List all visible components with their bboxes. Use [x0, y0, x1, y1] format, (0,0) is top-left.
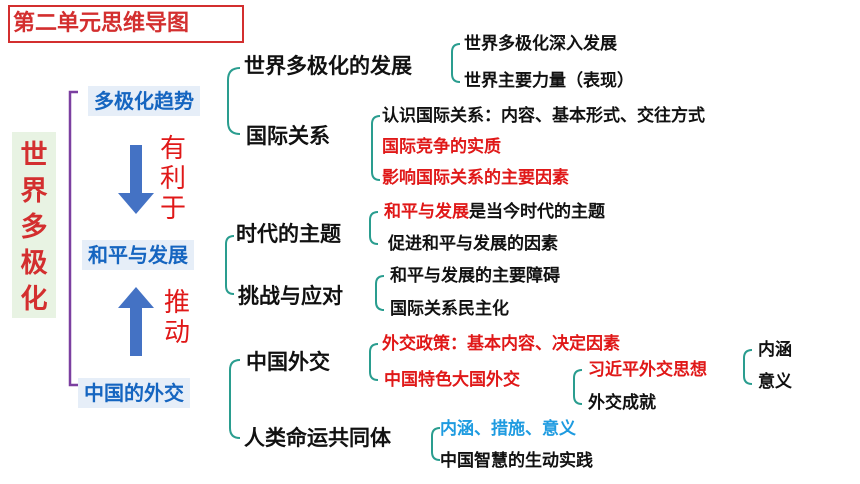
- node-multipolar-development: 世界多极化的发展: [244, 54, 412, 78]
- leaf-influencing-factors: 影响国际关系的主要因素: [382, 168, 569, 188]
- section-multipolarization-trend: 多极化趋势: [88, 86, 200, 116]
- root-char: 多: [20, 212, 48, 243]
- leaf-democratization: 国际关系民主化: [390, 299, 509, 319]
- leaf-peace-theme: 和平与发展是当今时代的主题: [384, 200, 605, 224]
- node-china-diplomacy: 中国外交: [246, 350, 330, 374]
- node22-bracket: [375, 275, 385, 311]
- leaf-deepening: 世界多极化深入发展: [464, 34, 617, 54]
- connector-char: 于: [160, 194, 187, 224]
- root-bracket: [68, 90, 78, 387]
- node-theme-of-era: 时代的主题: [236, 222, 341, 246]
- section3-bracket: [229, 359, 241, 439]
- leaf-peace-theme-rest: 是当今时代的主题: [469, 202, 605, 222]
- leaf-competition-essence: 国际竞争的实质: [382, 137, 501, 157]
- section2-bracket: [225, 235, 235, 295]
- leaf-main-forces: 世界主要力量（表现）: [464, 71, 634, 91]
- leaf-connotation-measures: 内涵、措施、意义: [440, 419, 576, 439]
- down-arrow-icon: [118, 145, 154, 214]
- node31-bracket: [369, 343, 379, 381]
- connector-char: 有: [160, 134, 187, 164]
- leaf-promoting-factors: 促进和平与发展的因素: [388, 234, 558, 254]
- node31b-bracket: [573, 369, 583, 405]
- root-node: 世界多极化: [12, 132, 56, 318]
- node-challenges-responses: 挑战与应对: [238, 284, 343, 308]
- root-char: 世: [20, 140, 48, 171]
- node21-bracket: [369, 211, 379, 245]
- node11-bracket: [451, 43, 461, 83]
- leaf-xi-diplomatic-thought: 习近平外交思想: [588, 360, 707, 380]
- connector-char: 推: [164, 288, 191, 318]
- root-char: 极: [20, 248, 48, 279]
- leaf-chinese-wisdom: 中国智慧的生动实践: [440, 451, 593, 471]
- connector-promote: 推 动: [164, 288, 190, 348]
- node32-bracket: [431, 427, 441, 461]
- leaf-foreign-policy: 外交政策：基本内容、决定因素: [382, 334, 620, 354]
- section1-bracket: [227, 67, 241, 135]
- node31c-bracket: [743, 349, 753, 385]
- leaf-understanding-relations: 认识国际关系：内容、基本形式、交往方式: [382, 106, 705, 126]
- leaf-peace-theme-highlight: 和平与发展: [384, 202, 469, 222]
- leaf-significance: 意义: [758, 372, 792, 392]
- connector-char: 利: [160, 164, 187, 194]
- node12-bracket: [371, 115, 381, 181]
- node-international-relations: 国际关系: [246, 124, 330, 148]
- root-char: 化: [20, 284, 48, 315]
- leaf-main-obstacles: 和平与发展的主要障碍: [390, 266, 560, 286]
- leaf-diplomatic-achievements: 外交成就: [588, 393, 656, 413]
- node-community-shared-future: 人类命运共同体: [244, 426, 391, 450]
- section-china-diplomacy: 中国的外交: [78, 378, 190, 408]
- leaf-connotation: 内涵: [758, 340, 792, 360]
- page-title: 第二单元思维导图: [8, 5, 244, 43]
- section-peace-development: 和平与发展: [82, 240, 194, 270]
- connector-beneficial: 有 利 于: [160, 134, 186, 224]
- connector-char: 动: [164, 318, 191, 348]
- leaf-major-country-diplomacy: 中国特色大国外交: [384, 370, 520, 390]
- root-char: 界: [20, 176, 48, 207]
- up-arrow-icon: [118, 287, 154, 356]
